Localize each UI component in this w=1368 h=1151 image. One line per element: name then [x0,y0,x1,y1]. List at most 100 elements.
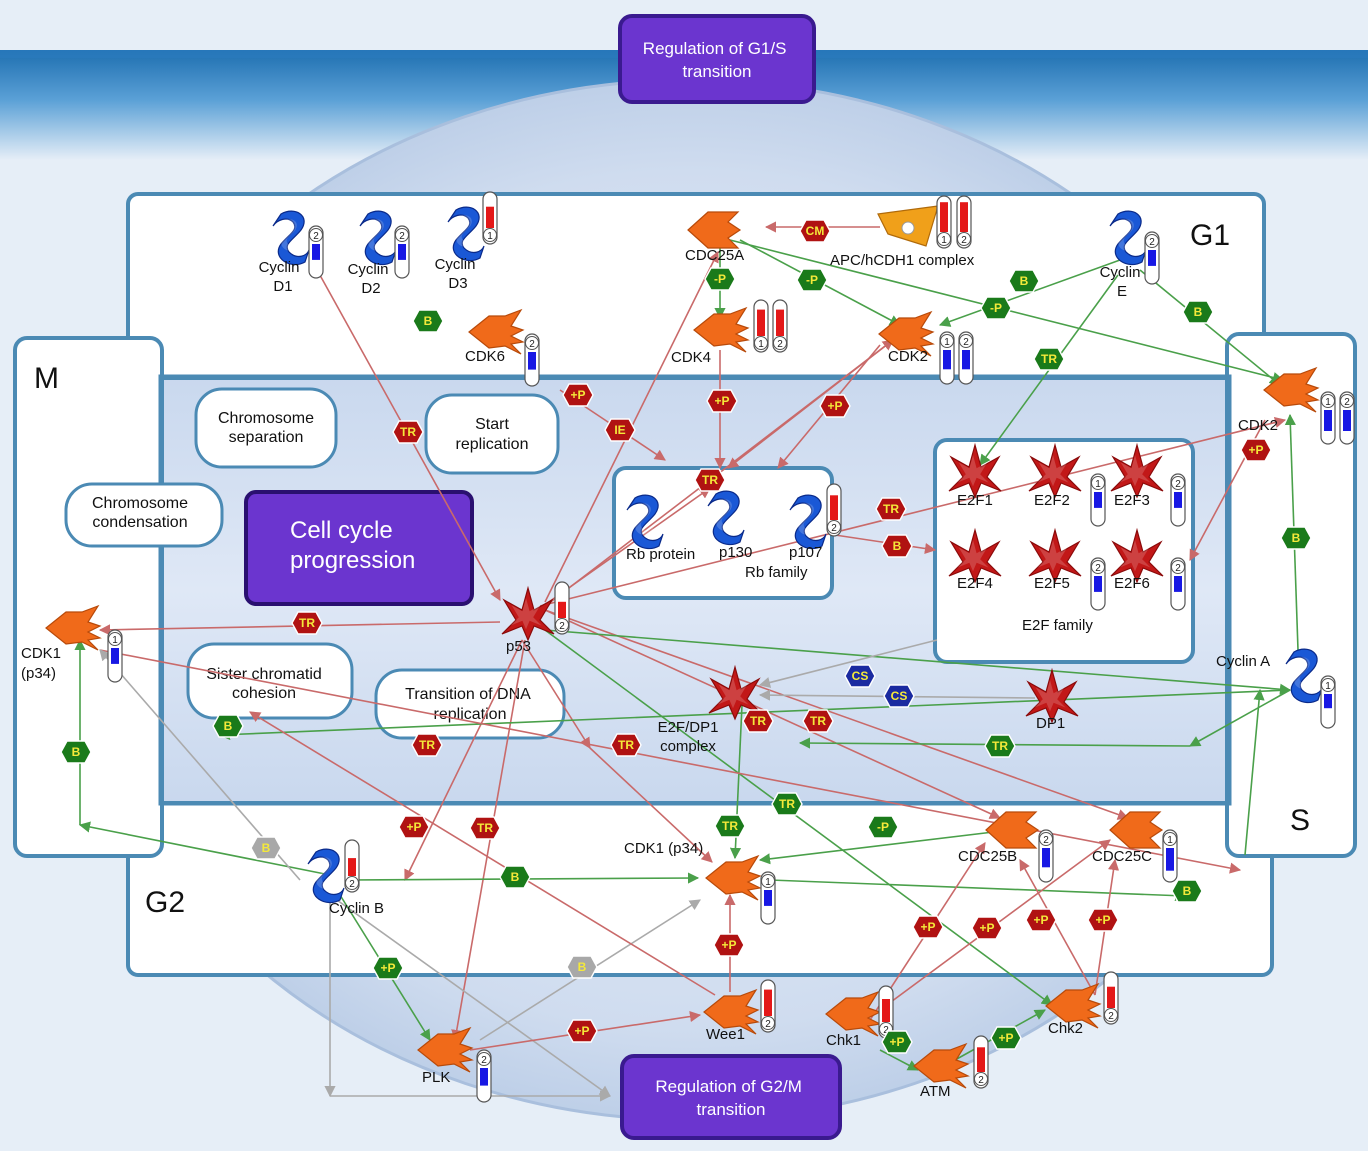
edge-4[interactable] [539,417,1287,607]
cdk4-node[interactable] [693,306,750,353]
edge-7[interactable] [544,609,1130,820]
cyclin-b-node[interactable] [307,848,345,904]
cyclin-d1-node[interactable] [272,210,310,266]
cdc25c-node[interactable] [1109,811,1164,849]
edge-label-tr-26[interactable]: TR [610,733,642,757]
edge-9[interactable] [404,639,523,882]
rb-protein-node[interactable] [626,494,664,550]
edge-13[interactable] [544,629,1053,1006]
p53-node[interactable] [501,585,555,642]
edge-label-p-minus-1[interactable]: -P [704,267,736,291]
edge-label-p-plus-40[interactable]: +P [713,933,745,957]
edge-label-p-plus-39[interactable]: +P [1087,908,1119,932]
edge-8[interactable] [451,639,526,1042]
edge-label-p-plus-36[interactable]: +P [912,915,944,939]
edge-label-tr-25[interactable]: TR [411,733,443,757]
edge-10[interactable] [521,639,591,749]
edge-label-tr-15[interactable]: TR [875,497,907,521]
edge-label-p-plus-45[interactable]: +P [990,1026,1022,1050]
e2f-dp1-node[interactable] [708,664,762,721]
edge-label-tr-27[interactable]: TR [984,734,1016,758]
edge-label-tr-11[interactable]: TR [392,420,424,444]
edge-label-cm-0[interactable]: CM [799,219,831,243]
edge-32[interactable] [1189,689,1291,747]
edge-label-p-minus-4[interactable]: -P [980,296,1012,320]
edge-label-tr-7[interactable]: TR [1033,347,1065,371]
edge-label-b-3[interactable]: B [1008,269,1040,293]
edge-label-p-plus-44[interactable]: +P [881,1030,913,1054]
edge-label-p-plus-38[interactable]: +P [1025,908,1057,932]
edge-label-p-plus-37[interactable]: +P [971,916,1003,940]
atm-node[interactable] [913,1042,970,1089]
g2m-regulation-box[interactable] [620,1054,842,1140]
edge-label-b-6[interactable]: B [1182,300,1214,324]
e2f3-node[interactable] [1110,442,1164,499]
edge-48[interactable] [249,711,716,996]
edge-55[interactable] [879,1049,919,1071]
edge-label-p-plus-10[interactable]: +P [819,394,851,418]
edge-label-tr-14[interactable]: TR [694,468,726,492]
e2f5-node[interactable] [1028,527,1082,584]
p130-node[interactable] [707,490,745,546]
chk1-node[interactable] [825,990,882,1037]
edge-label-tr-18[interactable]: TR [291,611,323,635]
e2f2-node[interactable] [1028,442,1082,499]
edge-label-tr-31[interactable]: TR [469,816,501,840]
cdc25b-node[interactable] [985,811,1040,849]
edge-label-b-5[interactable]: B [412,309,444,333]
cdk6-node[interactable] [468,308,525,355]
chk2-node[interactable] [1045,982,1102,1029]
cdk2-s-node[interactable] [1263,366,1320,413]
edge-38[interactable] [758,829,1011,865]
edge-11[interactable] [589,747,713,863]
edge-label-p-plus-43[interactable]: +P [566,1019,598,1043]
edge-label-p-minus-2[interactable]: -P [796,268,828,292]
e2f1-node[interactable] [948,442,1002,499]
edge-label-cs-19[interactable]: CS [844,664,876,688]
edge-42[interactable] [329,894,611,1097]
edge-label-ie-12[interactable]: IE [604,418,636,442]
apc-complex-node[interactable] [877,205,939,247]
edge-label-b-35[interactable]: B [1171,879,1203,903]
edge-label-b-21[interactable]: B [212,714,244,738]
edge-label-cs-20[interactable]: CS [883,684,915,708]
edge-label-p-plus-9[interactable]: +P [706,389,738,413]
edge-6[interactable] [544,609,1002,819]
edge-label-b-34[interactable]: B [499,865,531,889]
wee1-node[interactable] [703,988,760,1035]
edge-label-p-plus-30[interactable]: +P [398,815,430,839]
edge-label-p-plus-41[interactable]: +P [372,956,404,980]
g1s-regulation-box[interactable] [618,14,816,104]
cdk2-g1-node[interactable] [878,310,935,357]
edge-52[interactable] [1019,859,1096,996]
cyclin-a-node[interactable] [1285,648,1323,704]
cyclin-d2-node[interactable] [359,210,397,266]
edge-3[interactable] [545,487,711,605]
plk-node[interactable] [417,1026,474,1073]
edge-35[interactable] [1244,688,1265,856]
dp1-node[interactable] [1025,667,1079,724]
e2f4-node[interactable] [948,527,1002,584]
edge-19[interactable] [1139,269,1281,386]
edge-label-b-33[interactable]: B [250,836,282,860]
edge-label-b-17[interactable]: B [1280,526,1312,550]
edge-28[interactable] [758,639,938,688]
edge-label-tr-24[interactable]: TR [802,709,834,733]
cyclin-d3-node[interactable] [447,206,485,262]
cyclin-e-node[interactable] [1109,210,1147,266]
edge-label-p-minus-32[interactable]: -P [867,815,899,839]
edge-label-b-42[interactable]: B [566,955,598,979]
edge-37[interactable] [769,879,1187,902]
edge-12[interactable] [544,629,1292,695]
edge-label-tr-23[interactable]: TR [742,709,774,733]
cdk1-g2-node[interactable] [705,854,762,901]
edge-label-p-plus-8[interactable]: +P [562,383,594,407]
p107-node[interactable] [789,494,827,550]
edge-label-b-22[interactable]: B [60,740,92,764]
edge-label-p-plus-13[interactable]: +P [1240,438,1272,462]
cdk1-m-node[interactable] [45,604,102,651]
